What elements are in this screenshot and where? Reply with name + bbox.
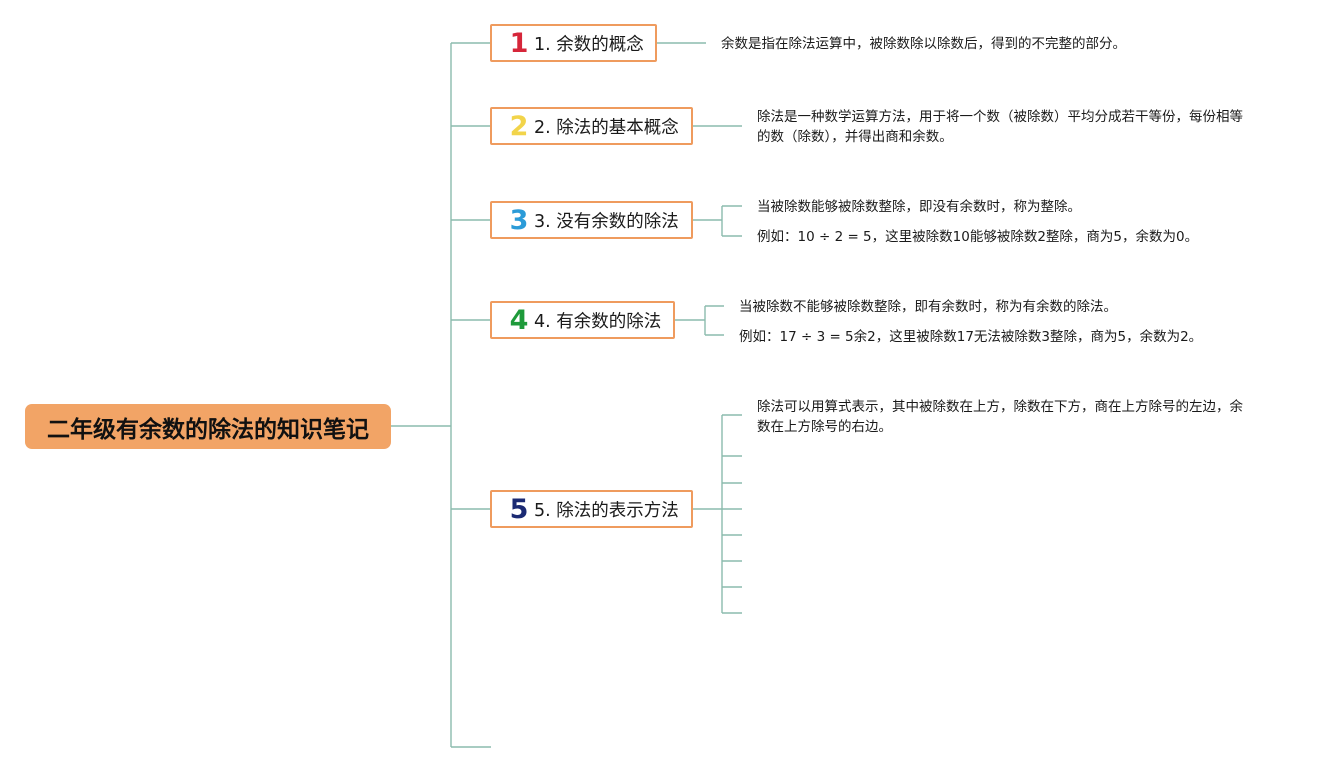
note-topic-5: 除法可以用算式表示，其中被除数在上方，除数在下方，商在上方除号的左边，余数在上方… [757,399,1243,435]
number-2-icon: 2 [509,110,529,142]
root-title: 二年级有余数的除法的知识笔记 [47,416,369,443]
topic-1[interactable]: 1 1. 余数的概念 [490,24,657,62]
number-1-icon: 1 [509,27,529,59]
topic-3[interactable]: 3 3. 没有余数的除法 [490,201,693,239]
note-topic-3-b: 例如：10 ÷ 2 = 5，这里被除数10能够被除数2整除，商为5，余数为0。 [757,229,1199,245]
topic-label: 3. 没有余数的除法 [534,211,679,232]
topic-label: 5. 除法的表示方法 [534,500,679,521]
note-topic-2: 除法是一种数学运算方法，用于将一个数（被除数）平均分成若干等份，每份相等的数（除… [757,109,1243,145]
topic-4[interactable]: 4 4. 有余数的除法 [490,301,675,339]
topic-5[interactable]: 5 5. 除法的表示方法 [490,490,693,528]
root-topic[interactable]: 二年级有余数的除法的知识笔记 [25,404,391,449]
note-bracket-4 [674,305,724,336]
number-3-icon: 3 [509,204,529,236]
note-topic-4-b: 例如：17 ÷ 3 = 5余2，这里被除数17无法被除数3整除，商为5，余数为2… [739,329,1203,345]
note-topic-3-a: 当被除数能够被除数整除，即没有余数时，称为整除。 [757,199,1081,215]
number-5-icon: 5 [509,493,529,525]
note-topic-1: 余数是指在除法运算中，被除数除以除数后，得到的不完整的部分。 [721,36,1126,52]
number-4-icon: 4 [509,304,529,336]
topic-label: 4. 有余数的除法 [534,311,662,332]
note-topic-4-a: 当被除数不能够被除数整除，即有余数时，称为有余数的除法。 [739,299,1117,315]
topic-label: 1. 余数的概念 [534,34,644,55]
note-bracket-5 [692,414,742,614]
topic-label: 2. 除法的基本概念 [534,117,679,138]
topic-2[interactable]: 2 2. 除法的基本概念 [490,107,693,145]
note-bracket-3 [692,205,742,237]
